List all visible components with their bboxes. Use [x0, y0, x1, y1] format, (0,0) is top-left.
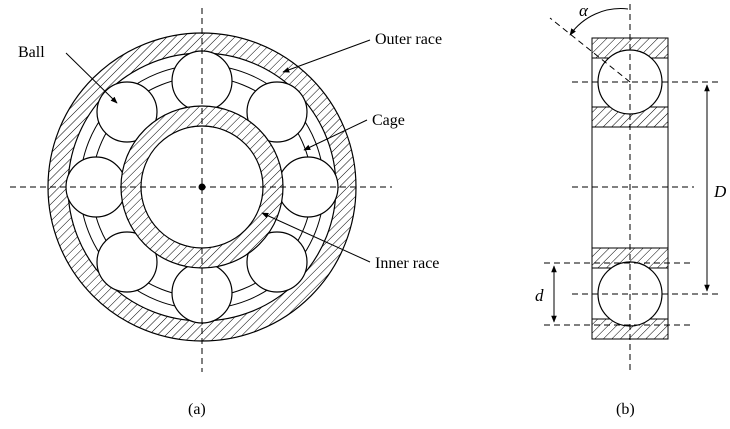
front-view: Ball Outer race Cage Inner race (a)	[10, 8, 442, 418]
ball	[277, 156, 339, 218]
ball	[246, 231, 308, 293]
ball-leader-arrow	[65, 52, 118, 104]
ball-label: Ball	[18, 44, 45, 61]
cage-leader-arrow	[303, 119, 368, 151]
ball	[246, 81, 308, 143]
diameter-d-symbol: d	[535, 286, 544, 305]
alpha-symbol: α	[579, 1, 589, 20]
outer-race-leader-arrow	[282, 39, 371, 73]
contact-angle-line	[549, 17, 631, 83]
caption-b: (b)	[616, 401, 635, 418]
cage-label: Cage	[372, 112, 405, 129]
inner-race-leader-arrow	[261, 212, 371, 263]
outer-race-label: Outer race	[375, 31, 442, 48]
alpha-arc-arrow	[569, 8, 629, 36]
side-view: α D d (b)	[535, 1, 727, 418]
caption-a: (a)	[188, 401, 206, 418]
center-point	[198, 183, 206, 191]
inner-race-label: Inner race	[375, 255, 439, 272]
ball	[96, 231, 158, 293]
diameter-D-symbol: D	[713, 182, 727, 201]
